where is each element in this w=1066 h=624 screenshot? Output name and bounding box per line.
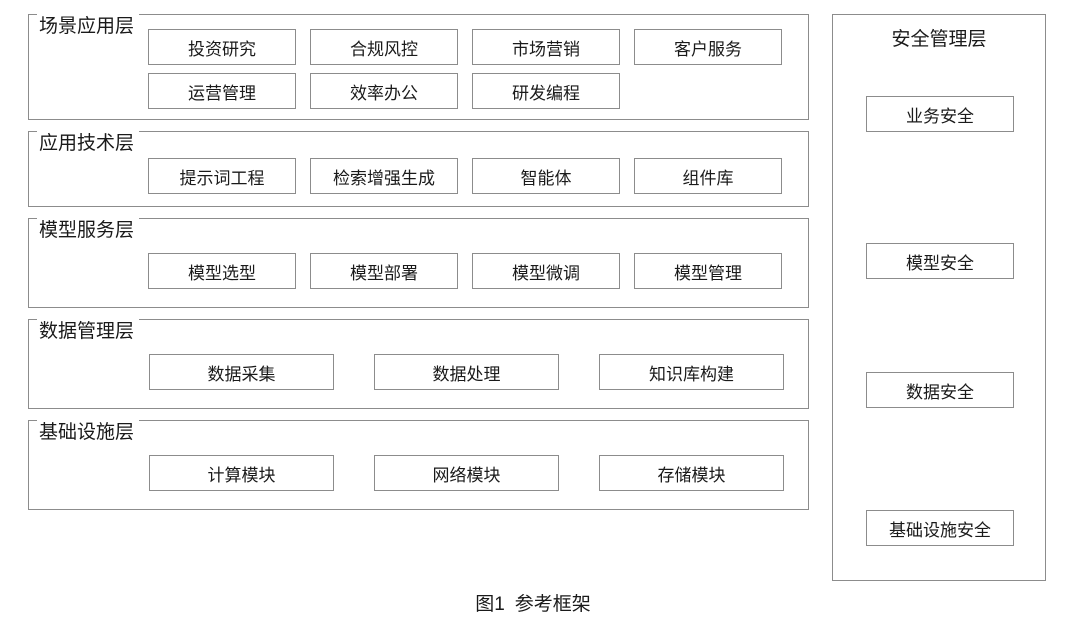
- module-box[interactable]: 知识库构建: [599, 354, 784, 390]
- module-box[interactable]: 网络模块: [374, 455, 559, 491]
- layer-scene-application: 场景应用层 投资研究 合规风控 市场营销 客户服务 运营管理 效率办公 研发编程: [28, 13, 809, 120]
- module-box[interactable]: 合规风控: [310, 29, 458, 65]
- layer-label-data-management: 数据管理层: [37, 318, 140, 346]
- module-box[interactable]: 计算模块: [149, 455, 334, 491]
- layer-row: 数据采集 数据处理 知识库构建: [149, 354, 808, 390]
- module-box[interactable]: 模型微调: [472, 253, 620, 289]
- layer-row: 计算模块 网络模块 存储模块: [149, 455, 808, 491]
- layer-body-model-service: 模型选型 模型部署 模型微调 模型管理: [29, 219, 808, 307]
- module-box[interactable]: 效率办公: [310, 73, 458, 109]
- figure-caption-number: 图1: [475, 594, 505, 615]
- module-box[interactable]: 检索增强生成: [310, 158, 458, 194]
- module-box[interactable]: 模型部署: [310, 253, 458, 289]
- layer-label-application-technology: 应用技术层: [37, 130, 140, 158]
- layer-row: 运营管理 效率办公 研发编程: [148, 73, 808, 109]
- layer-row: 投资研究 合规风控 市场营销 客户服务: [148, 29, 808, 65]
- module-box[interactable]: 模型选型: [148, 253, 296, 289]
- figure-caption: 图1 参考框架: [0, 592, 1066, 618]
- layer-stack: 场景应用层 投资研究 合规风控 市场营销 客户服务 运营管理 效率办公 研发编程…: [28, 13, 809, 521]
- layer-row: 提示词工程 检索增强生成 智能体 组件库: [148, 158, 808, 194]
- security-panel-title: 安全管理层: [891, 29, 987, 50]
- module-box[interactable]: 提示词工程: [148, 158, 296, 194]
- layer-infrastructure: 基础设施层 计算模块 网络模块 存储模块: [28, 419, 809, 510]
- layer-label-scene-application: 场景应用层: [37, 13, 140, 41]
- module-box[interactable]: 数据处理: [374, 354, 559, 390]
- security-item-infrastructure[interactable]: 基础设施安全: [866, 510, 1014, 546]
- layer-body-infrastructure: 计算模块 网络模块 存储模块: [29, 421, 808, 509]
- figure-caption-title: 参考框架: [514, 594, 591, 615]
- layer-label-model-service: 模型服务层: [37, 217, 140, 245]
- layer-row: 模型选型 模型部署 模型微调 模型管理: [148, 253, 808, 289]
- module-box[interactable]: 数据采集: [149, 354, 334, 390]
- security-item-model[interactable]: 模型安全: [866, 243, 1014, 279]
- layer-body-scene-application: 投资研究 合规风控 市场营销 客户服务 运营管理 效率办公 研发编程: [29, 15, 808, 119]
- security-item-data[interactable]: 数据安全: [866, 372, 1014, 408]
- module-box[interactable]: 投资研究: [148, 29, 296, 65]
- layer-model-service: 模型服务层 模型选型 模型部署 模型微调 模型管理: [28, 217, 809, 308]
- layer-body-data-management: 数据采集 数据处理 知识库构建: [29, 320, 808, 408]
- layer-application-technology: 应用技术层 提示词工程 检索增强生成 智能体 组件库: [28, 130, 809, 207]
- module-box[interactable]: 智能体: [472, 158, 620, 194]
- security-management-panel: 安全管理层 业务安全 模型安全 数据安全 基础设施安全: [832, 14, 1046, 581]
- module-box[interactable]: 研发编程: [472, 73, 620, 109]
- module-box[interactable]: 存储模块: [599, 455, 784, 491]
- layer-body-application-technology: 提示词工程 检索增强生成 智能体 组件库: [29, 132, 808, 206]
- module-box[interactable]: 模型管理: [634, 253, 782, 289]
- module-box[interactable]: 市场营销: [472, 29, 620, 65]
- module-box[interactable]: 运营管理: [148, 73, 296, 109]
- layer-data-management: 数据管理层 数据采集 数据处理 知识库构建: [28, 318, 809, 409]
- module-box[interactable]: 客户服务: [634, 29, 782, 65]
- layer-label-infrastructure: 基础设施层: [37, 419, 140, 447]
- module-box[interactable]: 组件库: [634, 158, 782, 194]
- security-item-business[interactable]: 业务安全: [866, 96, 1014, 132]
